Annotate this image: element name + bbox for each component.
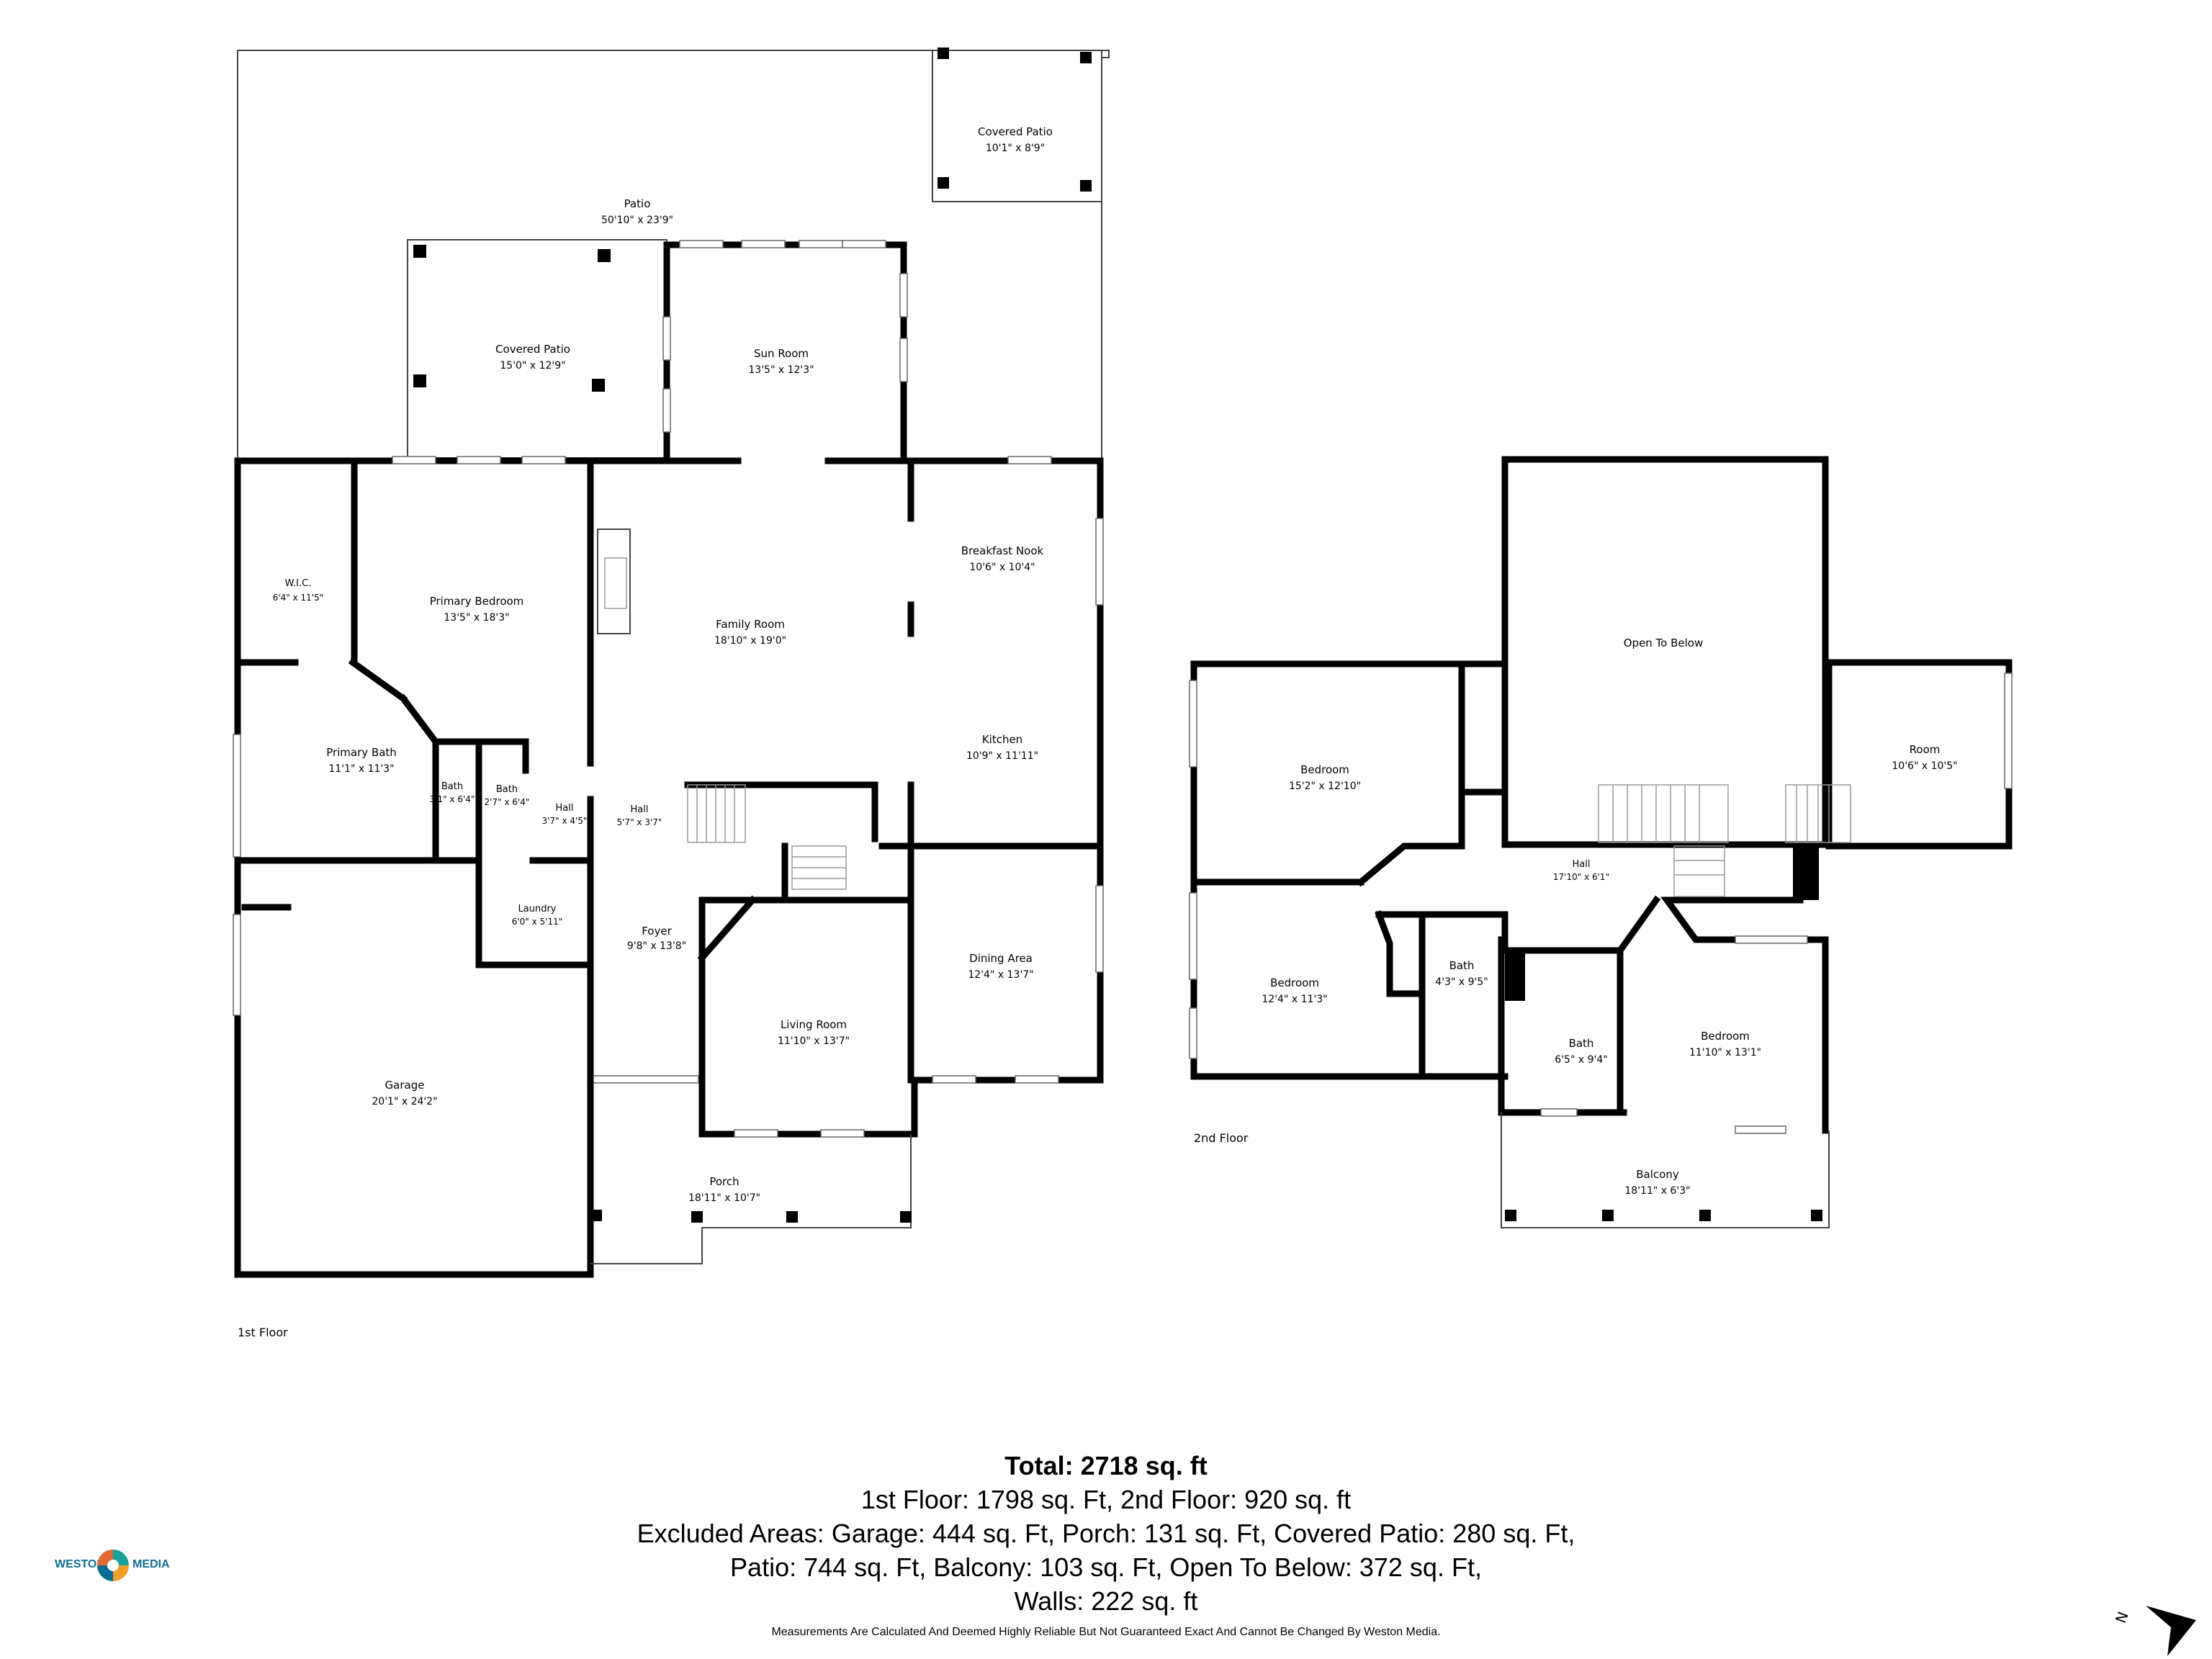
logo-text-right: MEDIA	[132, 1558, 170, 1570]
room-label-dining-area: Dining Area	[969, 952, 1033, 965]
room-dims-bedroom: 11'10" x 13'1"	[1689, 1047, 1761, 1058]
second-floor-labels: Open To Below Bedroom 15'2" x 12'10" Roo…	[1194, 637, 1958, 1197]
room-label-living-room: Living Room	[781, 1018, 847, 1031]
room-dims-bath: 4'3" x 9'5"	[1435, 976, 1488, 988]
total-area: Total: 2718 sq. ft	[1004, 1451, 1208, 1480]
room-dims-hall: 17'10" x 6'1"	[1553, 872, 1609, 882]
north-arrow-icon: N	[2112, 1606, 2196, 1656]
porch-outline	[590, 1134, 912, 1264]
room-label-primary-bedroom: Primary Bedroom	[430, 595, 524, 608]
area-summary: Total: 2718 sq. ft 1st Floor: 1798 sq. F…	[0, 1449, 2212, 1618]
room-dims-covered-patio: 10'1" x 8'9"	[986, 143, 1045, 154]
room-label-open-to-below: Open To Below	[1624, 637, 1704, 649]
excluded-areas-line-3: Walls: 222 sq. ft	[1014, 1586, 1198, 1616]
room-label-balcony: Balcony	[1636, 1168, 1679, 1181]
staircase	[687, 784, 847, 890]
room-dims-primary-bedroom: 13'5" x 18'3"	[444, 612, 509, 624]
room-label-room: Room	[1910, 743, 1941, 756]
room-dims-hall: 3'7" x 4'5"	[542, 816, 588, 826]
room-dims-wic: 6'4" x 11'5"	[273, 593, 324, 603]
room-dims-kitchen: 10'9" x 11'11"	[966, 750, 1038, 762]
room-dims-family-room: 18'10" x 19'0"	[714, 635, 786, 647]
room-dims-bath: 2'7" x 6'4"	[485, 797, 530, 807]
floor-label-second: 2nd Floor	[1194, 1131, 1249, 1145]
disclaimer: Measurements Are Calculated And Deemed H…	[771, 1626, 1441, 1638]
first-floor-labels: Patio 50'10" x 23'9" Covered Patio 10'1"…	[238, 125, 1053, 1339]
room-dims-covered-patio: 15'0" x 12'9"	[500, 360, 565, 372]
room-label-bath: Bath	[1569, 1037, 1594, 1050]
room-label-patio: Patio	[624, 197, 651, 210]
logo-text-left: WESTON	[55, 1558, 105, 1570]
room-label-bedroom: Bedroom	[1701, 1030, 1750, 1043]
room-dims-hall: 5'7" x 3'7"	[617, 817, 662, 827]
room-dims-balcony: 18'11" x 6'3"	[1624, 1185, 1690, 1197]
room-label-covered-patio: Covered Patio	[495, 343, 570, 356]
room-label-foyer: Foyer	[642, 925, 672, 938]
room-dims-living-room: 11'10" x 13'7"	[778, 1035, 850, 1047]
camera-lens-icon	[97, 1550, 129, 1581]
room-dims-bath: 6'5" x 9'4"	[1555, 1054, 1607, 1066]
room-dims-dining-area: 12'4" x 13'7"	[968, 969, 1033, 981]
room-label-breakfast-nook: Breakfast Nook	[961, 544, 1044, 557]
floor-areas: 1st Floor: 1798 sq. Ft, 2nd Floor: 920 s…	[860, 1485, 1352, 1514]
room-label-hall: Hall	[1573, 859, 1591, 870]
room-dims-bedroom: 15'2" x 12'10"	[1289, 781, 1361, 792]
room-label-sun-room: Sun Room	[754, 347, 809, 360]
open-to-below-walls	[1501, 456, 1829, 848]
room-dims-patio: 50'10" x 23'9"	[601, 215, 673, 226]
room-label-bedroom: Bedroom	[1270, 976, 1319, 989]
room-dims-bedroom: 12'4" x 11'3"	[1262, 994, 1327, 1005]
room-label-porch: Porch	[709, 1175, 739, 1188]
room-label-hall: Hall	[556, 803, 574, 814]
room-label-garage: Garage	[385, 1079, 425, 1092]
patio-outline	[237, 50, 1110, 458]
room-dims-room: 10'6" x 10'5"	[1892, 760, 1957, 772]
room-label-kitchen: Kitchen	[982, 733, 1022, 746]
room-label-hall: Hall	[631, 804, 649, 815]
covered-patio-outline	[932, 50, 1102, 202]
room-label-covered-patio: Covered Patio	[978, 125, 1053, 138]
room-label-bath: Bath	[1449, 959, 1475, 972]
room-dims-bath: 3'1" x 6'4"	[430, 794, 475, 804]
second-floor-plan	[1189, 456, 2013, 1228]
excluded-areas-line-1: Excluded Areas: Garage: 444 sq. Ft, Porc…	[637, 1519, 1575, 1548]
room-label-bedroom: Bedroom	[1300, 763, 1349, 776]
room-label-bath: Bath	[496, 784, 518, 795]
room-label-family-room: Family Room	[716, 618, 785, 631]
room-dims-garage: 20'1" x 24'2"	[372, 1096, 437, 1107]
room-label-bath: Bath	[441, 781, 463, 792]
floor-label-first: 1st Floor	[238, 1326, 288, 1339]
room-dims-porch: 18'11" x 10'7"	[688, 1192, 760, 1204]
room-dims-sun-room: 13'5" x 12'3"	[748, 364, 814, 376]
room-dims-laundry: 6'0" x 5'11"	[512, 917, 563, 927]
room-dims-primary-bath: 11'1" x 11'3"	[328, 763, 394, 775]
room-label-wic: W.I.C.	[285, 578, 312, 589]
first-floor-plan	[233, 48, 1110, 1278]
north-letter: N	[2112, 1609, 2132, 1625]
staircase	[1598, 784, 1851, 897]
room-dims-breakfast-nook: 10'6" x 10'4"	[969, 562, 1035, 573]
house-exterior-wall	[234, 457, 742, 1278]
room-label-laundry: Laundry	[518, 904, 557, 914]
house-exterior-wall	[698, 457, 1104, 1138]
excluded-areas-line-2: Patio: 744 sq. Ft, Balcony: 103 sq. Ft, …	[730, 1552, 1482, 1582]
room-dims-foyer: 9'8" x 13'8"	[627, 940, 686, 952]
weston-media-logo: WESTON MEDIA	[55, 1541, 177, 1591]
north-arrow: N	[2103, 1591, 2203, 1656]
room-label-primary-bath: Primary Bath	[326, 746, 397, 759]
